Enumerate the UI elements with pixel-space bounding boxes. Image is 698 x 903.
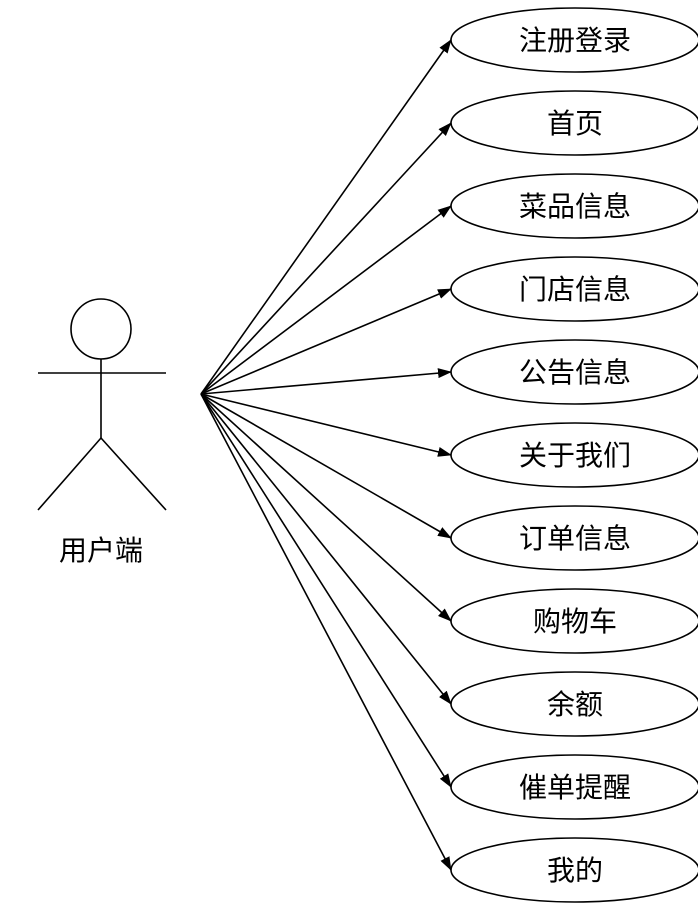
use-case-label: 门店信息	[519, 273, 631, 306]
association-arrow	[200, 393, 452, 705]
use-case-ellipse	[450, 173, 698, 239]
use-case-ellipse	[450, 505, 698, 571]
actor-head	[70, 298, 132, 360]
use-case-ellipse	[450, 7, 698, 73]
use-case-ellipse	[450, 422, 698, 488]
use-case-label: 注册登录	[519, 24, 631, 57]
use-case-label: 关于我们	[519, 439, 631, 472]
use-case-label: 余额	[547, 688, 603, 721]
association-arrow	[200, 122, 452, 395]
association-arrow	[200, 393, 452, 539]
actor-left-leg	[37, 437, 102, 511]
use-case-label: 催单提醒	[519, 771, 631, 804]
use-case-label: 订单信息	[519, 522, 631, 555]
use-case: 余额	[450, 671, 698, 737]
use-case: 注册登录	[450, 7, 698, 73]
use-case-ellipse	[450, 256, 698, 322]
actor-figure	[37, 298, 167, 511]
association-arrow	[200, 393, 452, 871]
association-arrow	[200, 393, 452, 788]
associations	[200, 39, 452, 871]
use-case: 关于我们	[450, 422, 698, 488]
use-case-ellipse	[450, 588, 698, 654]
use-case-ellipse	[450, 754, 698, 820]
association-arrow	[200, 205, 452, 395]
use-case: 首页	[450, 90, 698, 156]
use-case-ellipse	[450, 90, 698, 156]
association-arrow	[200, 393, 452, 457]
association-arrow	[200, 368, 452, 395]
use-case-label: 首页	[547, 107, 603, 140]
use-case-ellipse	[450, 671, 698, 737]
use-case: 购物车	[450, 588, 698, 654]
use-case: 我的	[450, 837, 698, 903]
use-case: 催单提醒	[450, 754, 698, 820]
actor-label: 用户端	[59, 534, 143, 567]
use-case: 菜品信息	[450, 173, 698, 239]
use-case-label: 公告信息	[519, 356, 631, 389]
use-case-label: 我的	[547, 854, 603, 887]
association-arrow	[200, 288, 452, 395]
use-case: 订单信息	[450, 505, 698, 571]
association-arrow	[200, 393, 452, 622]
use-case: 门店信息	[450, 256, 698, 322]
actor-right-leg	[100, 437, 167, 511]
use-case-label: 菜品信息	[519, 190, 631, 223]
association-arrow	[200, 39, 452, 395]
use-case-ellipse	[450, 339, 698, 405]
use-case-label: 购物车	[533, 605, 617, 638]
use-case-ellipse	[450, 837, 698, 903]
use-case: 公告信息	[450, 339, 698, 405]
